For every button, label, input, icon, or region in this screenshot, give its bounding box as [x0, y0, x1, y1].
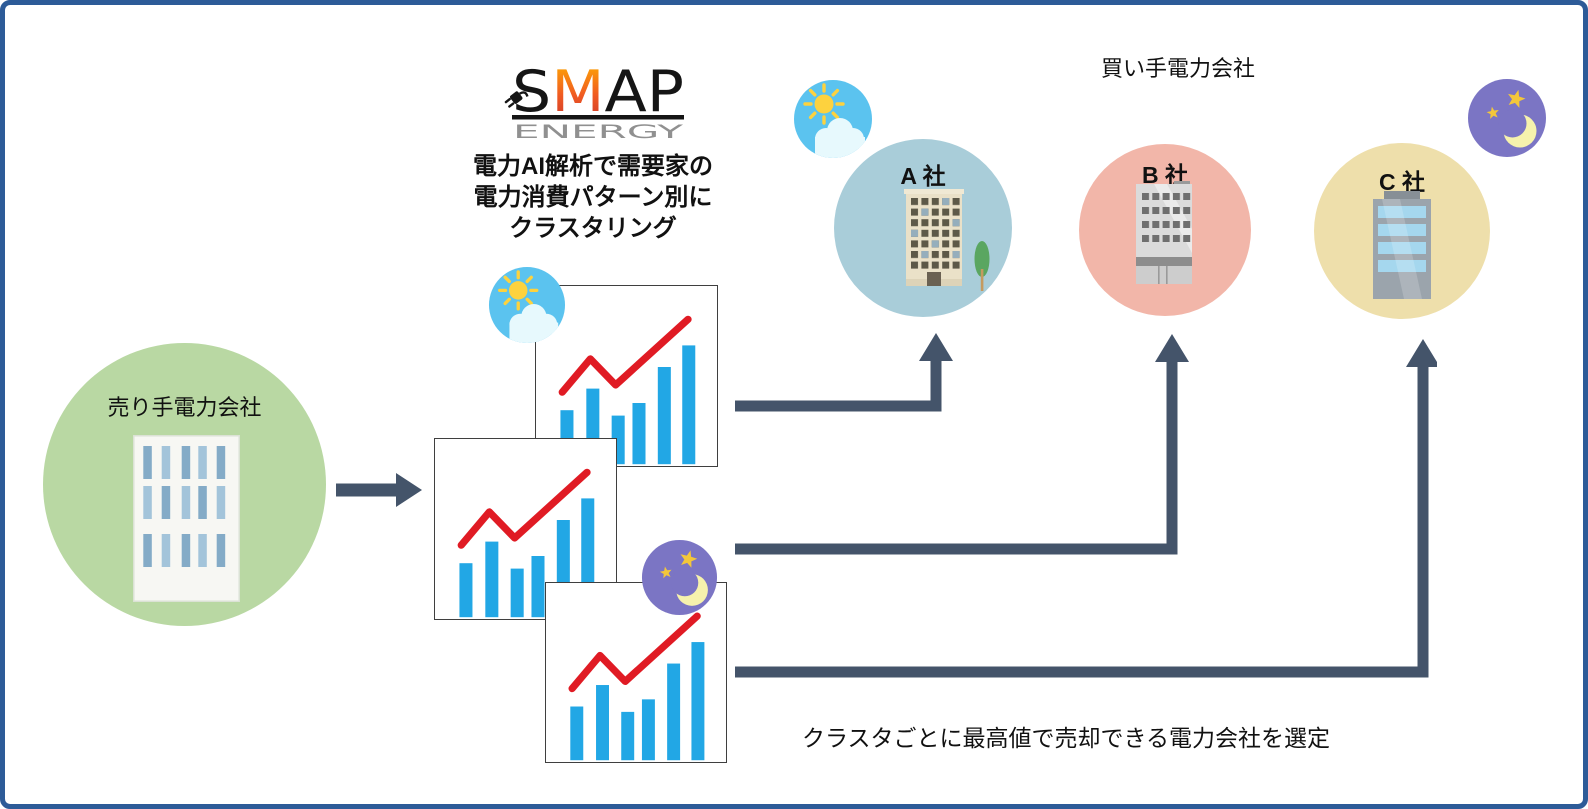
- arrow-to-a: [735, 330, 957, 416]
- bottom-caption: クラスタごとに最高値で売却できる電力会社を選定: [801, 725, 1331, 751]
- buyer-b-building-icon: [1134, 181, 1196, 301]
- buyer-circle-b: B 社: [1079, 144, 1251, 316]
- day-weather-icon: [793, 79, 873, 159]
- cluster-chart-card-night: [545, 582, 727, 763]
- buyer-circle-a: A 社: [834, 139, 1012, 317]
- buyer-a-label: A 社: [900, 163, 946, 189]
- buyer-c-building-icon: [1370, 191, 1434, 301]
- buyer-circle-c: C 社: [1314, 143, 1490, 319]
- smap-energy-logo: SMAP ENERGY: [503, 59, 693, 143]
- cluster-chart-card-mid: [434, 438, 617, 620]
- buyer-a-building-icon: [904, 189, 990, 291]
- seller-building-icon: [133, 435, 240, 602]
- cluster-chart: [558, 315, 696, 465]
- logo-wordmark: SMAP: [512, 59, 684, 125]
- flow-arrow-right-icon: [336, 473, 422, 507]
- clustering-note: 電力AI解析で需要家の 電力消費パターン別に クラスタリング: [442, 151, 744, 244]
- clustering-note-line: 電力AI解析で需要家の: [473, 153, 713, 180]
- seller-label: 売り手電力会社: [107, 395, 262, 420]
- arrow-to-c: [735, 333, 1437, 681]
- night-weather-icon: [641, 539, 718, 616]
- cluster-chart-card-day: [535, 285, 718, 467]
- night-weather-icon: [1467, 78, 1547, 158]
- smap-logo-plug-icon: [504, 91, 529, 108]
- logo-subtitle: ENERGY: [513, 122, 685, 143]
- arrow-to-b: [735, 330, 1195, 556]
- seller-circle: 売り手電力会社: [43, 343, 326, 626]
- day-weather-icon: [488, 266, 566, 344]
- cluster-chart: [568, 612, 705, 761]
- buyer-c-label: C 社: [1379, 169, 1425, 195]
- buyers-header: 買い手電力会社: [1100, 56, 1255, 81]
- clustering-note-line: 電力消費パターン別に: [473, 184, 713, 211]
- clustering-note-line: クラスタリング: [509, 215, 677, 242]
